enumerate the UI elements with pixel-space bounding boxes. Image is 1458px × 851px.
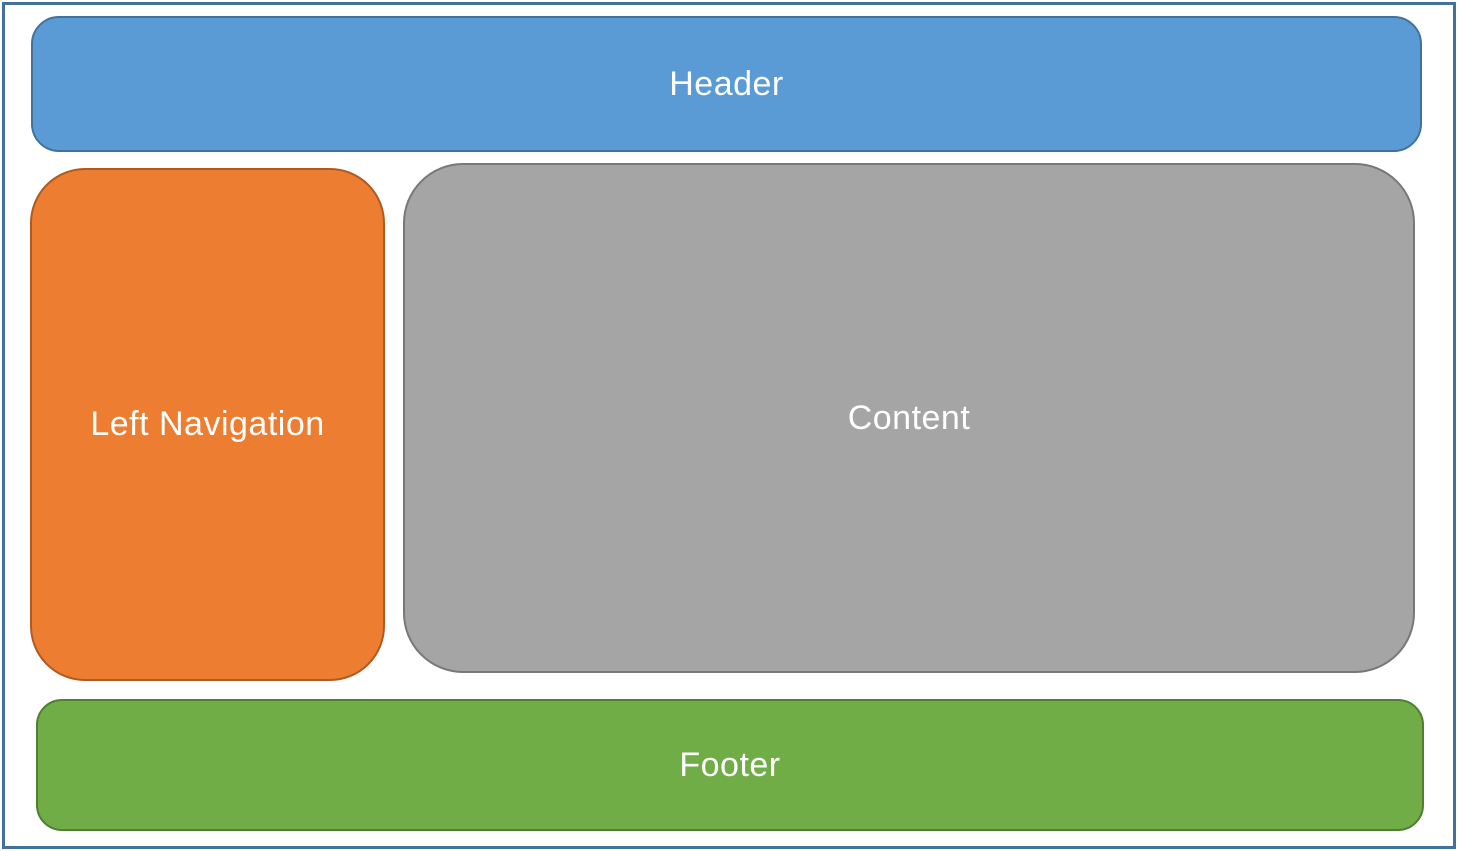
footer-block-label: Footer xyxy=(679,745,781,784)
content-block: Content xyxy=(403,163,1415,673)
left-navigation-block: Left Navigation xyxy=(30,168,385,681)
header-block: Header xyxy=(31,16,1422,152)
footer-block: Footer xyxy=(36,699,1424,831)
content-block-label: Content xyxy=(847,398,971,437)
header-block-label: Header xyxy=(669,64,784,103)
left-navigation-block-label: Left Navigation xyxy=(90,405,325,443)
